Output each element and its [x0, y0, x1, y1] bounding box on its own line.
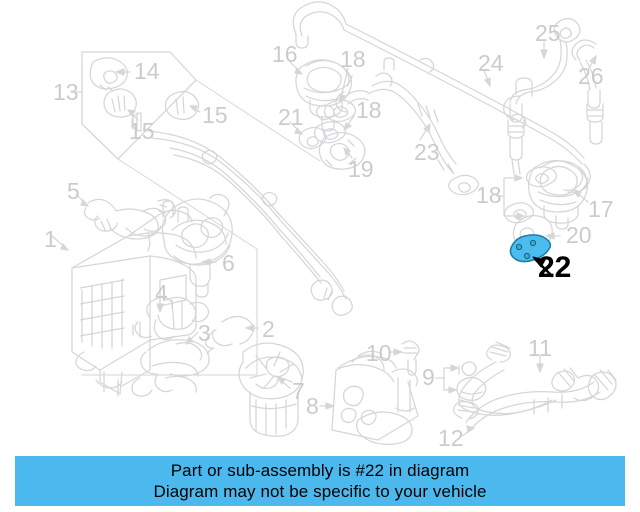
callout-20: 20	[566, 222, 592, 248]
callout-17: 17	[588, 196, 614, 222]
part-22-highlighted	[509, 234, 552, 263]
callout-15: 15	[129, 118, 155, 144]
callout-22-highlighted: 22	[538, 251, 572, 284]
part-4-valve	[132, 296, 210, 341]
callout-15b: 15	[202, 102, 228, 128]
part-8-bracket	[331, 350, 419, 445]
callout-18c: 18	[476, 182, 502, 208]
part-18-gaskets	[313, 99, 558, 224]
callout-24: 24	[478, 50, 504, 76]
callout-4: 4	[155, 280, 168, 306]
part-21-gasket	[298, 126, 327, 150]
panel-outline	[81, 79, 321, 376]
callout-18b: 18	[356, 97, 382, 123]
part-11-hose	[458, 341, 600, 416]
callout-12: 12	[438, 425, 464, 451]
oxygen-sensors	[507, 17, 604, 175]
part-16-egr-valve	[295, 59, 353, 132]
callout-8: 8	[306, 393, 319, 419]
part-9-grommet	[456, 361, 487, 401]
part-19-adapter	[318, 131, 366, 170]
callout-7: 7	[292, 378, 305, 404]
part-17-air-valve	[528, 159, 589, 230]
callout-11: 11	[528, 335, 552, 361]
part-3-bracket	[131, 339, 210, 397]
callout-16: 16	[272, 41, 298, 67]
callout-21: 21	[278, 104, 304, 130]
callout-14: 14	[134, 58, 160, 84]
callout-18: 18	[340, 46, 366, 72]
part-1-canister	[71, 200, 197, 397]
highlight-arrow	[532, 256, 554, 278]
callout-6: 6	[222, 250, 235, 276]
notice-line-2: Diagram may not be specific to your vehi…	[153, 481, 487, 501]
main-vapor-lines	[147, 130, 353, 316]
part-12-hose	[453, 369, 617, 431]
notice-line-1: Part or sub-assembly is #22 in diagram	[170, 460, 470, 480]
callout-23: 23	[414, 139, 440, 165]
callout-5: 5	[67, 178, 80, 204]
notice-banner: Part or sub-assembly is #22 in diagram D…	[15, 456, 625, 506]
callout-19: 19	[348, 156, 374, 182]
part-2-elbow	[205, 315, 254, 355]
part-10-vent-valve	[401, 340, 420, 376]
part-6-pump	[161, 193, 233, 298]
callout-leaders	[51, 41, 597, 437]
callout-1: 1	[44, 226, 57, 252]
callout-26: 26	[578, 63, 604, 89]
callout-25: 25	[535, 20, 561, 46]
callout-9: 9	[422, 364, 435, 390]
callout-13: 13	[53, 79, 79, 105]
callout-10: 10	[366, 340, 392, 366]
callout-2: 2	[262, 316, 275, 342]
callout-3: 3	[198, 320, 211, 346]
part-7-filter	[238, 342, 304, 437]
